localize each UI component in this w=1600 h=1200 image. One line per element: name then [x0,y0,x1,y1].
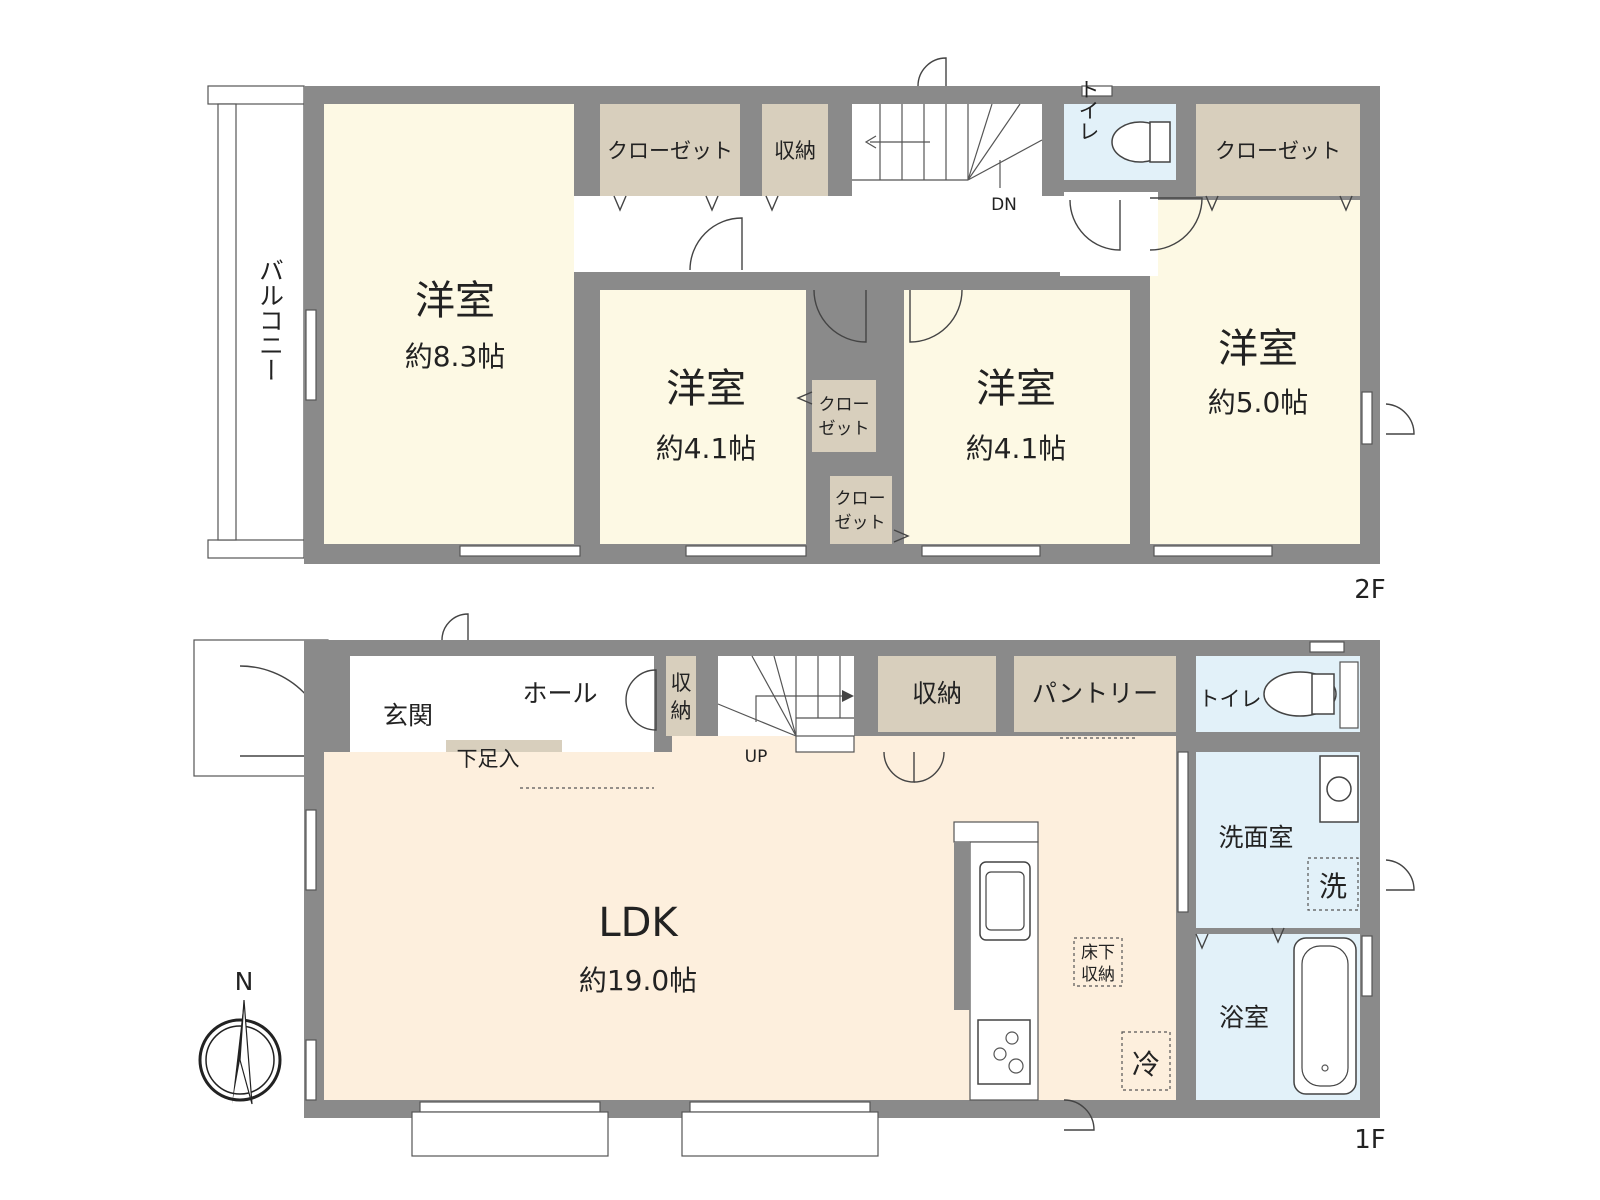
closet-west-label: クローゼット [607,139,733,163]
ldk-size: 約19.0帖 [579,964,697,997]
room-mid-left-name: 洋室 [666,366,746,412]
entrance-label: 玄関 [383,701,433,730]
door-icons-2f [613,57,1415,543]
room-mid-right-name: 洋室 [976,366,1056,412]
small-closet-1-line1: クロー [819,395,870,415]
room-east [1150,200,1360,544]
small-closet-2 [830,476,892,544]
bath-label: 浴室 [1219,1003,1269,1032]
floor-tag-2f: 2F [1354,575,1386,605]
windows-2f [305,85,1373,557]
shoe-storage-label: 下足入 [457,747,520,771]
stove-icon [977,1019,1031,1085]
washroom-label: 洗面室 [1218,823,1293,852]
floor-1f: UP [193,613,1415,1157]
room-mid-right-size: 約4.1帖 [966,432,1067,465]
compass-icon [198,999,282,1105]
underfloor-line2: 収納 [1081,965,1115,985]
toilet-1f-label: トイレ [1199,687,1262,711]
fridge-label: 冷 [1132,1048,1160,1081]
hall-storage-line2: 納 [671,699,692,723]
bathtub-icon [1293,937,1357,1095]
closet-east [1196,104,1360,196]
washer-spot [1307,857,1359,911]
stair-label-2f: DN [991,195,1017,215]
balcony-label: バルコニー [256,258,285,383]
room-west-size: 約8.3帖 [405,340,506,373]
storage-2f-label: 収納 [774,139,816,163]
stairs-2f [852,104,1042,196]
ldk-name: LDK [598,900,679,946]
small-closet-2-line2: ゼット [835,513,886,533]
toilet-fixture-icon-2f [1111,121,1171,163]
pantry [1014,656,1176,732]
small-closet-1 [812,380,876,452]
small-closet-2-line1: クロー [835,489,886,509]
door-icons-1f [441,613,1415,1131]
underfloor-storage [1073,937,1123,987]
washer-label: 洗 [1319,870,1347,903]
toilet-2f-label: トイレ [1076,79,1100,142]
closet-east-label: クローゼット [1215,139,1341,163]
room-mid-left-size: 約4.1帖 [656,432,757,465]
underfloor-line1: 床下 [1081,943,1115,963]
hall-storage [666,656,696,736]
stair-treads-2f [852,103,1043,188]
pantry-label: パントリー [1032,679,1158,708]
floor-tag-1f: 1F [1354,1125,1386,1155]
windows-1f [305,641,1373,1157]
room-west-name: 洋室 [415,278,495,324]
room-mid-right [904,290,1130,544]
compass-label: N [235,967,254,996]
small-closet-1-line2: ゼット [819,419,870,439]
floor-2f: バルコニー [207,57,1415,605]
room-east-name: 洋室 [1218,326,1298,372]
toilet-fixture-icon-1f [1263,661,1359,729]
washbasin-icon [1319,755,1359,823]
stair-treads-1f [717,655,855,753]
room-mid-left [600,290,806,544]
storage-2f [762,104,828,196]
fridge-spot [1121,1031,1171,1091]
storage-1f-label: 収納 [912,679,962,708]
closet-west [600,104,740,196]
hall-storage-line1: 収 [671,671,692,695]
stair-label-1f: UP [745,747,768,767]
sink-icon [979,861,1031,941]
hall-label: ホール [522,679,597,708]
room-east-size: 約5.0帖 [1208,386,1309,419]
storage-1f [878,656,996,732]
